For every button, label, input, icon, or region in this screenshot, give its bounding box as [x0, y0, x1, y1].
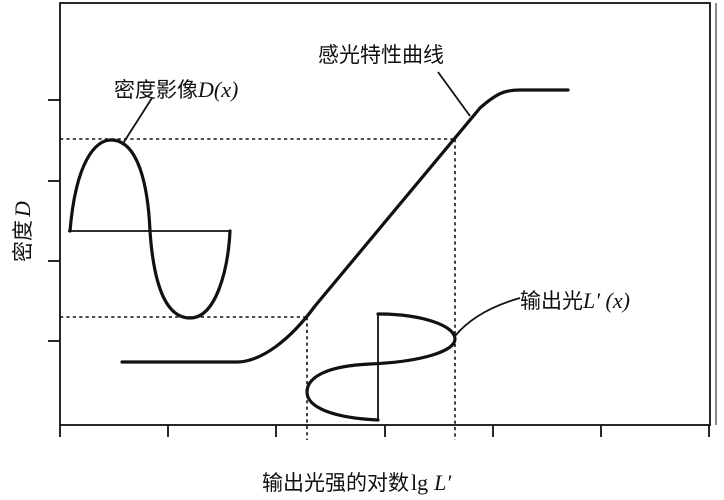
projection-lines [60, 138, 456, 440]
output-light-leader [454, 297, 521, 337]
y-axis-label: 密度D [10, 201, 35, 262]
curve-title-leader [437, 71, 471, 117]
y-axis-ticks [48, 99, 60, 342]
characteristic-curve [120, 88, 570, 364]
output-light-waveform [305, 312, 457, 422]
x-axis-ticks [59, 425, 710, 437]
callout-leaders [121, 71, 521, 337]
density-image-leader [121, 97, 153, 146]
curve-title-label: 感光特性曲线 [318, 43, 444, 67]
output-light-curve [305, 312, 457, 422]
density-image-waveform [68, 138, 232, 320]
density-image-label: 密度影像D(x) [114, 77, 238, 102]
density-sine-curve [68, 138, 232, 320]
output-light-label: 输出光L′ (x) [520, 288, 630, 313]
